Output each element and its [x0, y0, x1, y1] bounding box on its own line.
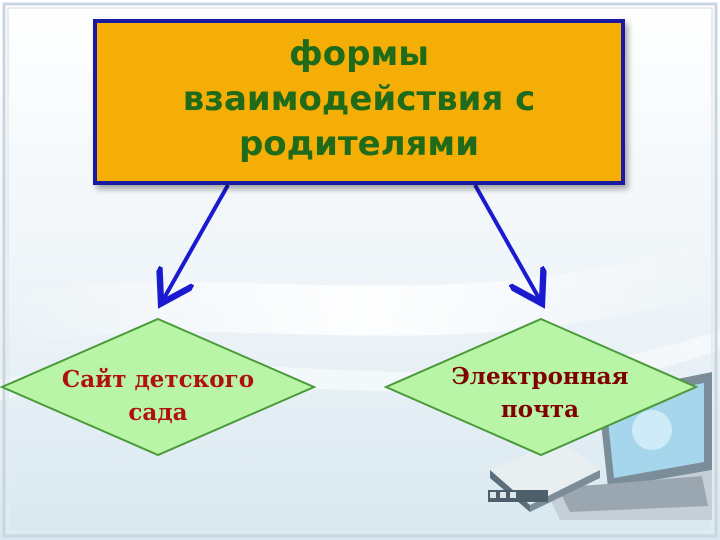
globe-icon	[632, 410, 672, 450]
node-label-site: Сайт детского сада	[40, 363, 276, 429]
book-icon	[488, 440, 600, 512]
node-email-line-2: почта	[500, 396, 580, 423]
arrow-to-email	[473, 184, 540, 300]
title-line-2: взаимодействия с	[182, 78, 536, 119]
title-text: формы взаимодействия с родителями	[183, 32, 536, 167]
node-email-line-1: Электронная	[451, 363, 629, 390]
diamond-site[interactable]	[0, 317, 317, 457]
node-site-line-2: сада	[128, 399, 188, 426]
diamond-email[interactable]	[383, 317, 699, 457]
node-label-email: Электронная почта	[440, 360, 640, 426]
title-box: формы взаимодействия с родителями	[93, 19, 625, 185]
title-line-1: формы	[289, 33, 429, 74]
arrow-to-site	[163, 184, 230, 300]
title-line-3: родителями	[238, 123, 480, 164]
laptop-icon	[540, 372, 712, 520]
node-site-line-1: Сайт детского	[61, 366, 255, 393]
